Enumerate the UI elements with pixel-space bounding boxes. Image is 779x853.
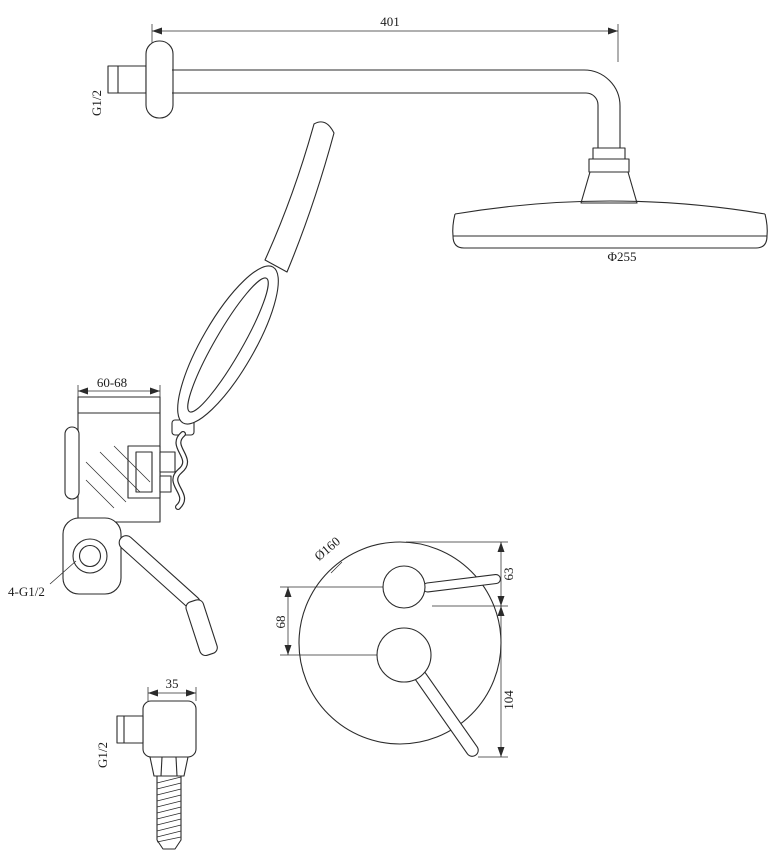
dimension-plate-left: 68 — [273, 586, 383, 656]
hand-shower-head — [177, 265, 279, 425]
valve-width-label: 60-68 — [97, 375, 127, 390]
outlet-flange — [142, 700, 197, 758]
head-connector-flare — [580, 171, 638, 204]
valve-ports-label: 4-G1/2 — [8, 584, 45, 599]
plate-diameter-label: Ø160 — [311, 534, 343, 564]
valve-lever — [118, 535, 201, 611]
dimension-plate-right: 63 104 — [406, 541, 516, 758]
outlet-spout — [116, 715, 144, 744]
dimension-outlet-width: 35 — [147, 676, 197, 701]
arm-wall-nipple — [107, 65, 147, 94]
arm-length-label: 401 — [380, 14, 400, 29]
dim-63-label: 63 — [501, 568, 516, 581]
outlet-width-label: 35 — [166, 676, 179, 691]
dimension-arm-length: 401 — [151, 14, 619, 62]
arm-wall-flange — [145, 40, 174, 119]
arm-connector-nut — [588, 158, 630, 173]
dim-104-label: 104 — [501, 690, 516, 710]
diverter-lever — [422, 573, 502, 593]
arm-connector-ring — [592, 147, 626, 160]
mixer-knob — [376, 627, 432, 683]
head-diameter-label: Φ255 — [607, 249, 636, 264]
arm-tube-inner — [172, 92, 599, 148]
valve-trim-plate: Ø160 — [298, 534, 502, 757]
shower-arm-assembly: G1/2 — [89, 40, 638, 204]
arm-tube-outer — [172, 69, 621, 148]
valve-bracket-upper — [159, 451, 176, 473]
hand-shower — [171, 121, 335, 510]
valve-side-port — [64, 426, 80, 500]
dimension-valve-width: 60-68 — [77, 375, 161, 399]
wall-outlet-elbow: 35 G1/2 — [95, 676, 197, 850]
diverter-knob — [382, 565, 426, 609]
rain-shower-head: Φ255 — [452, 200, 768, 264]
outlet-thread-label: G1/2 — [95, 742, 110, 768]
plate-diameter-callout: Ø160 — [311, 534, 343, 574]
valve-lever-grip — [185, 599, 218, 657]
dim-68-label: 68 — [273, 616, 288, 629]
valve-ports-callout: 4-G1/2 — [8, 560, 77, 599]
valve-bracket-lower — [159, 475, 172, 493]
outlet-hex-nut — [149, 756, 189, 777]
hand-shower-handle — [264, 121, 335, 273]
shower-hose — [172, 431, 189, 510]
mixer-valve-body — [62, 396, 218, 657]
valve-outlet-port — [72, 538, 108, 574]
arm-thread-label: G1/2 — [89, 90, 104, 116]
hand-shower-face — [187, 277, 269, 413]
mixer-lever — [412, 668, 479, 757]
outlet-thread-hatching — [156, 776, 182, 843]
valve-cartridge-housing — [127, 445, 161, 499]
outlet-threaded-stem — [156, 776, 182, 850]
